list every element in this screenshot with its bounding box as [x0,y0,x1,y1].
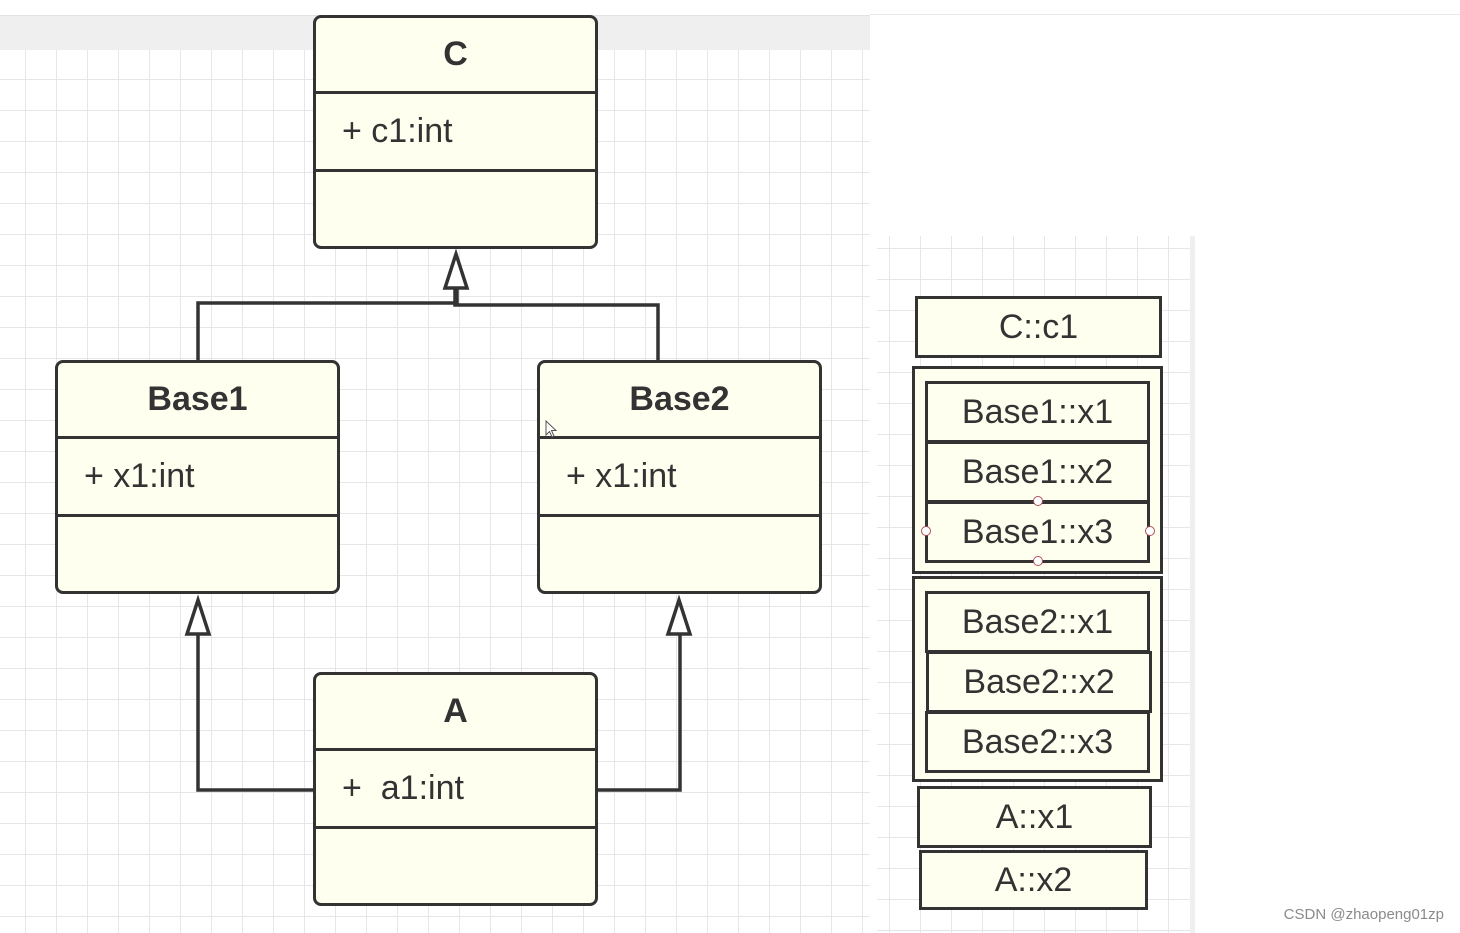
memory-cell-base1-x2[interactable]: Base1::x2 [925,441,1150,503]
inheritance-edges [184,248,693,792]
class-base1[interactable]: Base1 + x1:int [55,360,340,594]
class-operations [540,517,819,591]
edge-a-to-base2 [598,633,682,792]
arrowhead-to-c [442,248,470,290]
canvas-top-border [870,14,1460,15]
memory-cell-base2-x3[interactable]: Base2::x3 [925,711,1150,773]
selection-handle-left[interactable] [921,526,931,536]
class-attribute: + a1:int [316,751,595,829]
class-name: C [316,18,595,94]
selection-handle-right[interactable] [1145,526,1155,536]
selection-handle-top[interactable] [1033,496,1043,506]
class-base2[interactable]: Base2 + x1:int [537,360,822,594]
arrowhead-to-base2 [665,594,693,636]
class-attribute: + x1:int [58,439,337,517]
class-attribute: + x1:int [540,439,819,517]
class-name: Base1 [58,363,337,439]
class-name: A [316,675,595,751]
edge-a-to-base1 [196,633,315,792]
class-name: Base2 [540,363,819,439]
class-operations [316,829,595,903]
class-operations [58,517,337,591]
class-a[interactable]: A + a1:int [313,672,598,906]
class-c[interactable]: C + c1:int [313,15,598,249]
memory-cell-base2-x2[interactable]: Base2::x2 [926,651,1152,713]
memory-cell-base2-x1[interactable]: Base2::x1 [925,591,1150,653]
class-attribute: + c1:int [316,94,595,172]
memory-cell-c-c1[interactable]: C::c1 [915,296,1162,358]
selection-handle-bottom[interactable] [1033,556,1043,566]
memory-cell-base1-x3[interactable]: Base1::x3 [925,501,1150,563]
memory-cell-a-x1[interactable]: A::x1 [917,786,1152,848]
class-operations [316,172,595,246]
memory-cell-base1-x1[interactable]: Base1::x1 [925,381,1150,443]
mouse-pointer-icon [545,420,558,438]
edge-base2-to-c [453,288,660,360]
memory-cell-a-x2[interactable]: A::x2 [919,850,1148,910]
watermark-text: CSDN @zhaopeng01zp [1283,906,1444,923]
arrowhead-to-base1 [184,594,212,636]
edge-base1-to-c [196,288,459,360]
